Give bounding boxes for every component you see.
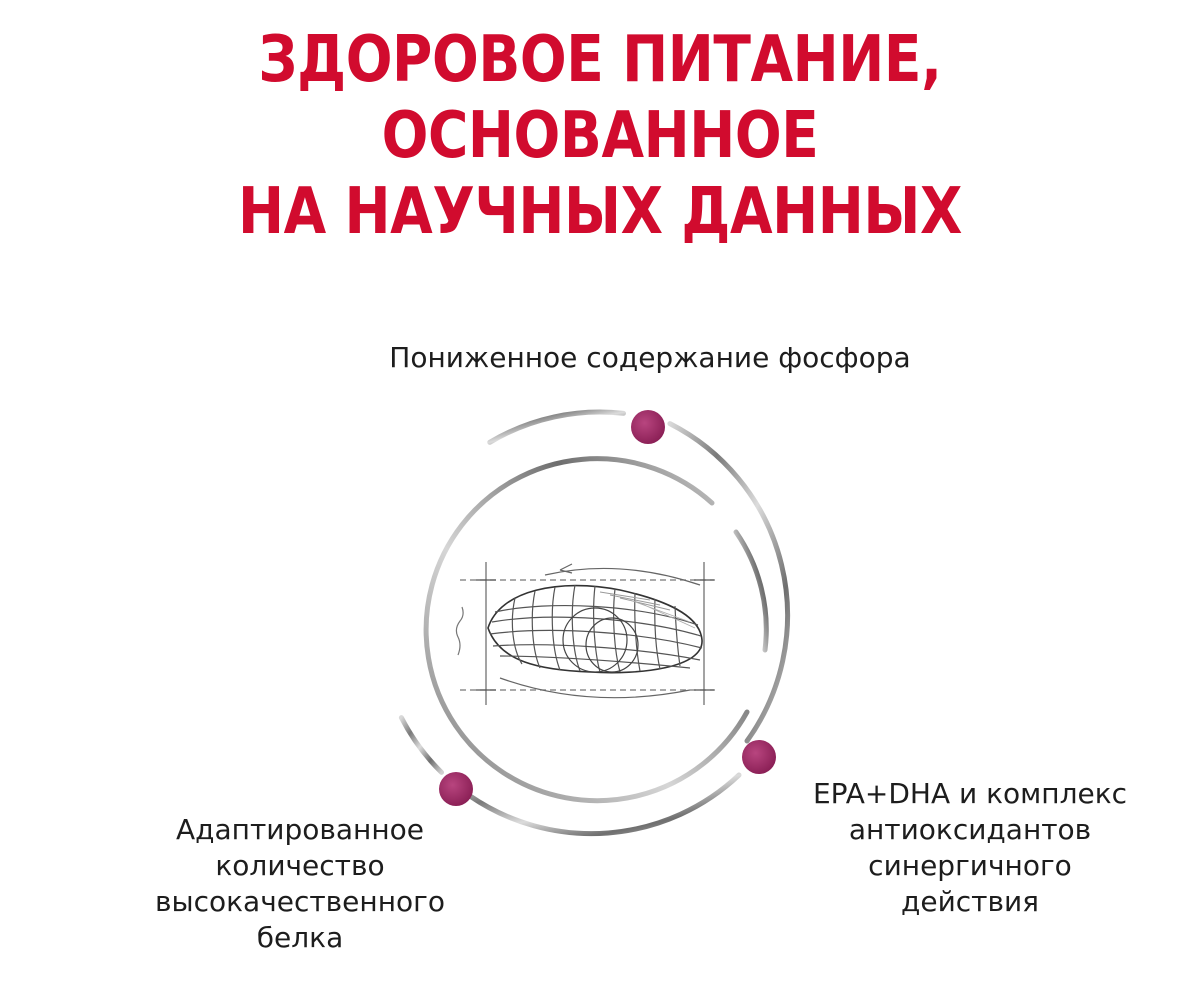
- feature-epa-dha-antioxidants: EPA+DHA и комплекс антиоксидантов синерг…: [780, 776, 1160, 920]
- feature-line: Адаптированное: [175, 813, 425, 846]
- headline: ЗДОРОВОЕ ПИТАНИЕ, ОСНОВАННОЕ НА НАУЧНЫХ …: [84, 22, 1116, 250]
- feature-line: белка: [256, 921, 344, 954]
- marker-dot-icon: [742, 740, 776, 774]
- headline-line-2: НА НАУЧНЫХ ДАННЫХ: [238, 175, 962, 249]
- feature-line: EPA+DHA и комплекс: [812, 777, 1128, 810]
- headline-line-1: ЗДОРОВОЕ ПИТАНИЕ, ОСНОВАННОЕ: [258, 23, 942, 173]
- feature-adapted-protein: Адаптированное количество высокачественн…: [110, 812, 490, 956]
- kibble-sketch-icon: [455, 562, 715, 705]
- marker-dot-icon: [631, 410, 665, 444]
- feature-line: высокачественного: [155, 885, 445, 918]
- outer-ring-arc-top-left: [487, 409, 626, 445]
- outer-ring-arc-right: [667, 421, 791, 744]
- outer-ring: [398, 409, 791, 837]
- outer-ring-arc-bottom: [467, 772, 742, 837]
- feature-line: Пониженное содержание фосфора: [389, 341, 911, 374]
- feature-line: действия: [900, 885, 1040, 918]
- feature-line: антиоксидантов: [848, 813, 1092, 846]
- inner-ring-arc-gap-end: [733, 529, 769, 653]
- feature-line: количество: [215, 849, 385, 882]
- feature-line: синергичного: [868, 849, 1072, 882]
- marker-dot-icon: [439, 772, 473, 806]
- outer-ring-arc-left: [398, 715, 444, 775]
- inner-ring: [423, 456, 769, 804]
- inner-ring-arc: [423, 456, 750, 804]
- feature-low-phosphorus: Пониженное содержание фосфора: [300, 340, 1000, 376]
